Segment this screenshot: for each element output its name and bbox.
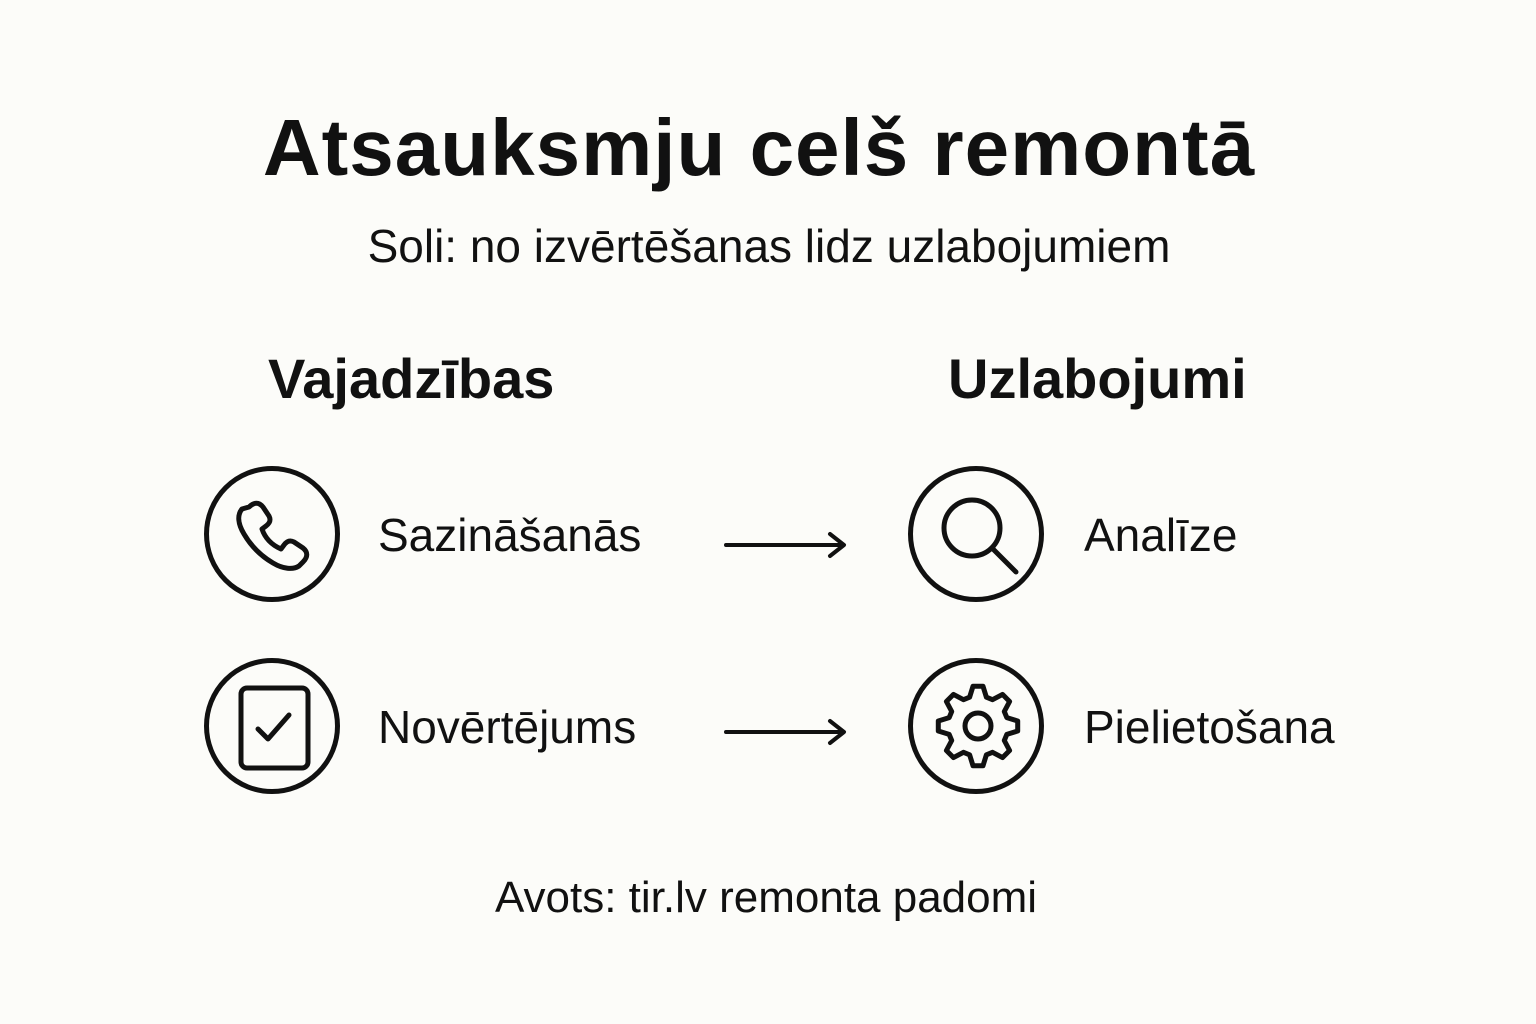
source-note: Avots: tir.lv remonta padomi bbox=[494, 873, 1038, 922]
phone-icon bbox=[204, 466, 340, 602]
step-label-application: Pielietošana bbox=[1084, 701, 1335, 753]
gear-icon bbox=[908, 658, 1044, 794]
column-heading-improvements: Uzlabojumi bbox=[948, 347, 1247, 410]
column-heading-needs: Vajadzības bbox=[268, 347, 555, 410]
step-label-contact: Sazināšanās bbox=[378, 509, 642, 561]
arrow-right-icon bbox=[724, 719, 846, 745]
step-label-analysis: Analīze bbox=[1084, 509, 1238, 561]
magnifier-icon bbox=[908, 466, 1044, 602]
page-title: Atsauksmju celš remontā bbox=[262, 103, 1256, 192]
page-subtitle: Soli: no izvērtēšanas lidz uzlabojumiem bbox=[367, 220, 1171, 272]
step-label-evaluation: Novērtējums bbox=[378, 701, 637, 753]
checkbox-icon bbox=[204, 658, 340, 794]
arrow-right-icon bbox=[724, 532, 846, 558]
